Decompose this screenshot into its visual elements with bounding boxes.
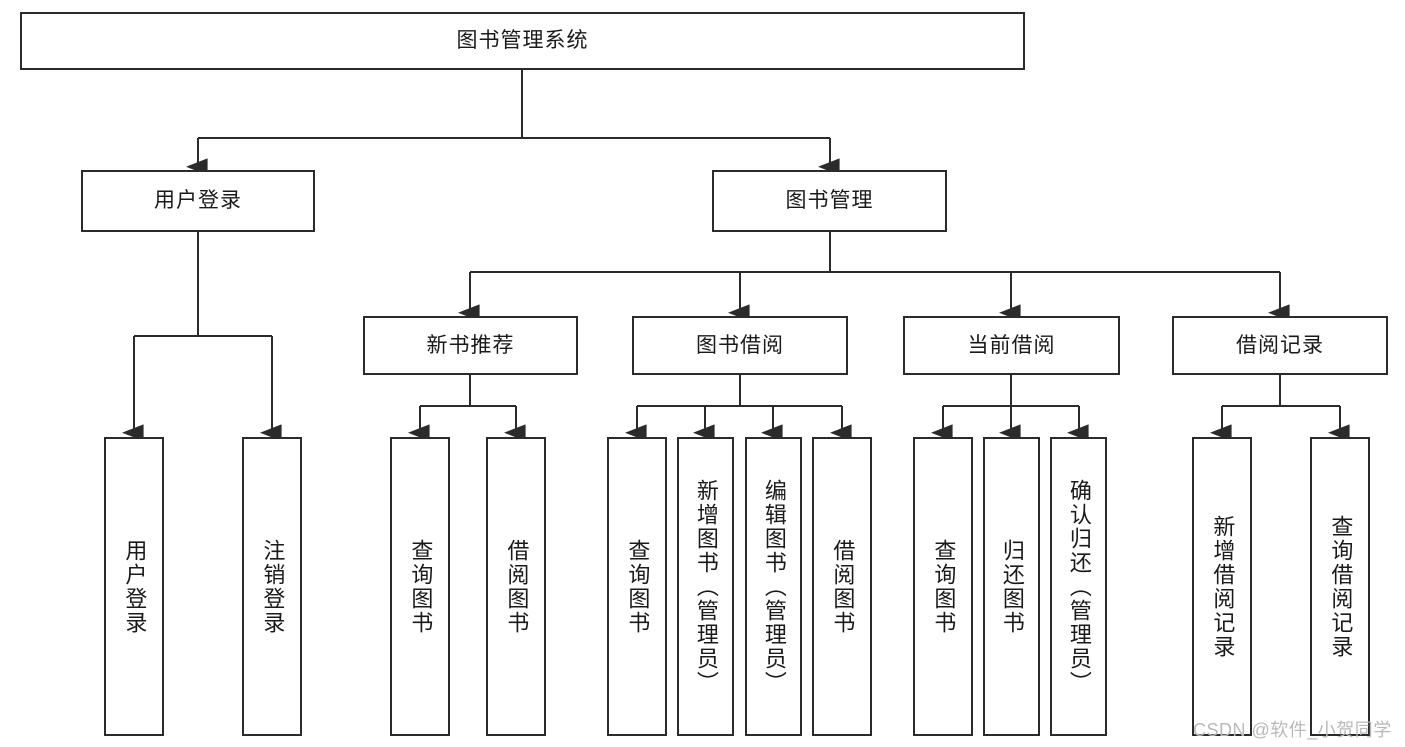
node-label: 当前借阅 bbox=[967, 333, 1056, 357]
node-leaf-query-book-1[interactable]: 查询图书 bbox=[390, 437, 450, 736]
node-label: 归还图书 bbox=[999, 538, 1025, 635]
node-leaf-borrow-book-2[interactable]: 借阅图书 bbox=[812, 437, 872, 736]
node-label: 用户登录 bbox=[154, 189, 242, 213]
node-label: 图书借阅 bbox=[696, 333, 784, 357]
node-label: 编辑图书（管理员） bbox=[761, 478, 787, 695]
node-leaf-borrow-book-1[interactable]: 借阅图书 bbox=[486, 437, 546, 736]
node-label: 图书管理系统 bbox=[456, 29, 589, 53]
node-label: 新书推荐 bbox=[426, 333, 515, 357]
node-label: 查询图书 bbox=[625, 538, 651, 635]
node-label: 借阅图书 bbox=[830, 538, 856, 635]
node-leaf-confirm-return[interactable]: 确认归还（管理员） bbox=[1050, 437, 1107, 736]
node-book-manage[interactable]: 图书管理 bbox=[712, 170, 947, 232]
node-root-book-management-system[interactable]: 图书管理系统 bbox=[20, 12, 1025, 70]
node-current-borrow[interactable]: 当前借阅 bbox=[903, 316, 1120, 375]
node-label: 查询图书 bbox=[931, 538, 957, 635]
node-leaf-user-logout[interactable]: 注销登录 bbox=[242, 437, 302, 736]
node-label: 图书管理 bbox=[785, 189, 874, 213]
node-borrow-record[interactable]: 借阅记录 bbox=[1172, 316, 1388, 375]
node-leaf-query-record[interactable]: 查询借阅记录 bbox=[1310, 437, 1370, 736]
node-leaf-query-book-2[interactable]: 查询图书 bbox=[607, 437, 667, 736]
node-label: 确认归还（管理员） bbox=[1066, 478, 1092, 695]
node-label: 查询借阅记录 bbox=[1328, 514, 1354, 659]
node-leaf-edit-book[interactable]: 编辑图书（管理员） bbox=[745, 437, 802, 736]
node-user-login[interactable]: 用户登录 bbox=[81, 170, 315, 232]
node-leaf-add-book[interactable]: 新增图书（管理员） bbox=[677, 437, 734, 736]
node-label: 借阅图书 bbox=[504, 538, 530, 635]
node-label: 用户登录 bbox=[122, 538, 148, 635]
node-leaf-add-record[interactable]: 新增借阅记录 bbox=[1192, 437, 1252, 736]
node-book-borrow[interactable]: 图书借阅 bbox=[632, 316, 848, 375]
node-leaf-return-book[interactable]: 归还图书 bbox=[983, 437, 1040, 736]
node-label: 新增借阅记录 bbox=[1210, 514, 1236, 659]
csdn-watermark: CSDN @软件_小贺同学 bbox=[1193, 720, 1392, 740]
node-leaf-user-login[interactable]: 用户登录 bbox=[104, 437, 164, 736]
node-leaf-query-book-3[interactable]: 查询图书 bbox=[913, 437, 973, 736]
node-label: 查询图书 bbox=[408, 538, 434, 635]
node-new-book-recommend[interactable]: 新书推荐 bbox=[363, 316, 578, 375]
node-label: 新增图书（管理员） bbox=[693, 478, 719, 695]
node-label: 借阅记录 bbox=[1236, 333, 1324, 357]
node-label: 注销登录 bbox=[260, 538, 286, 635]
